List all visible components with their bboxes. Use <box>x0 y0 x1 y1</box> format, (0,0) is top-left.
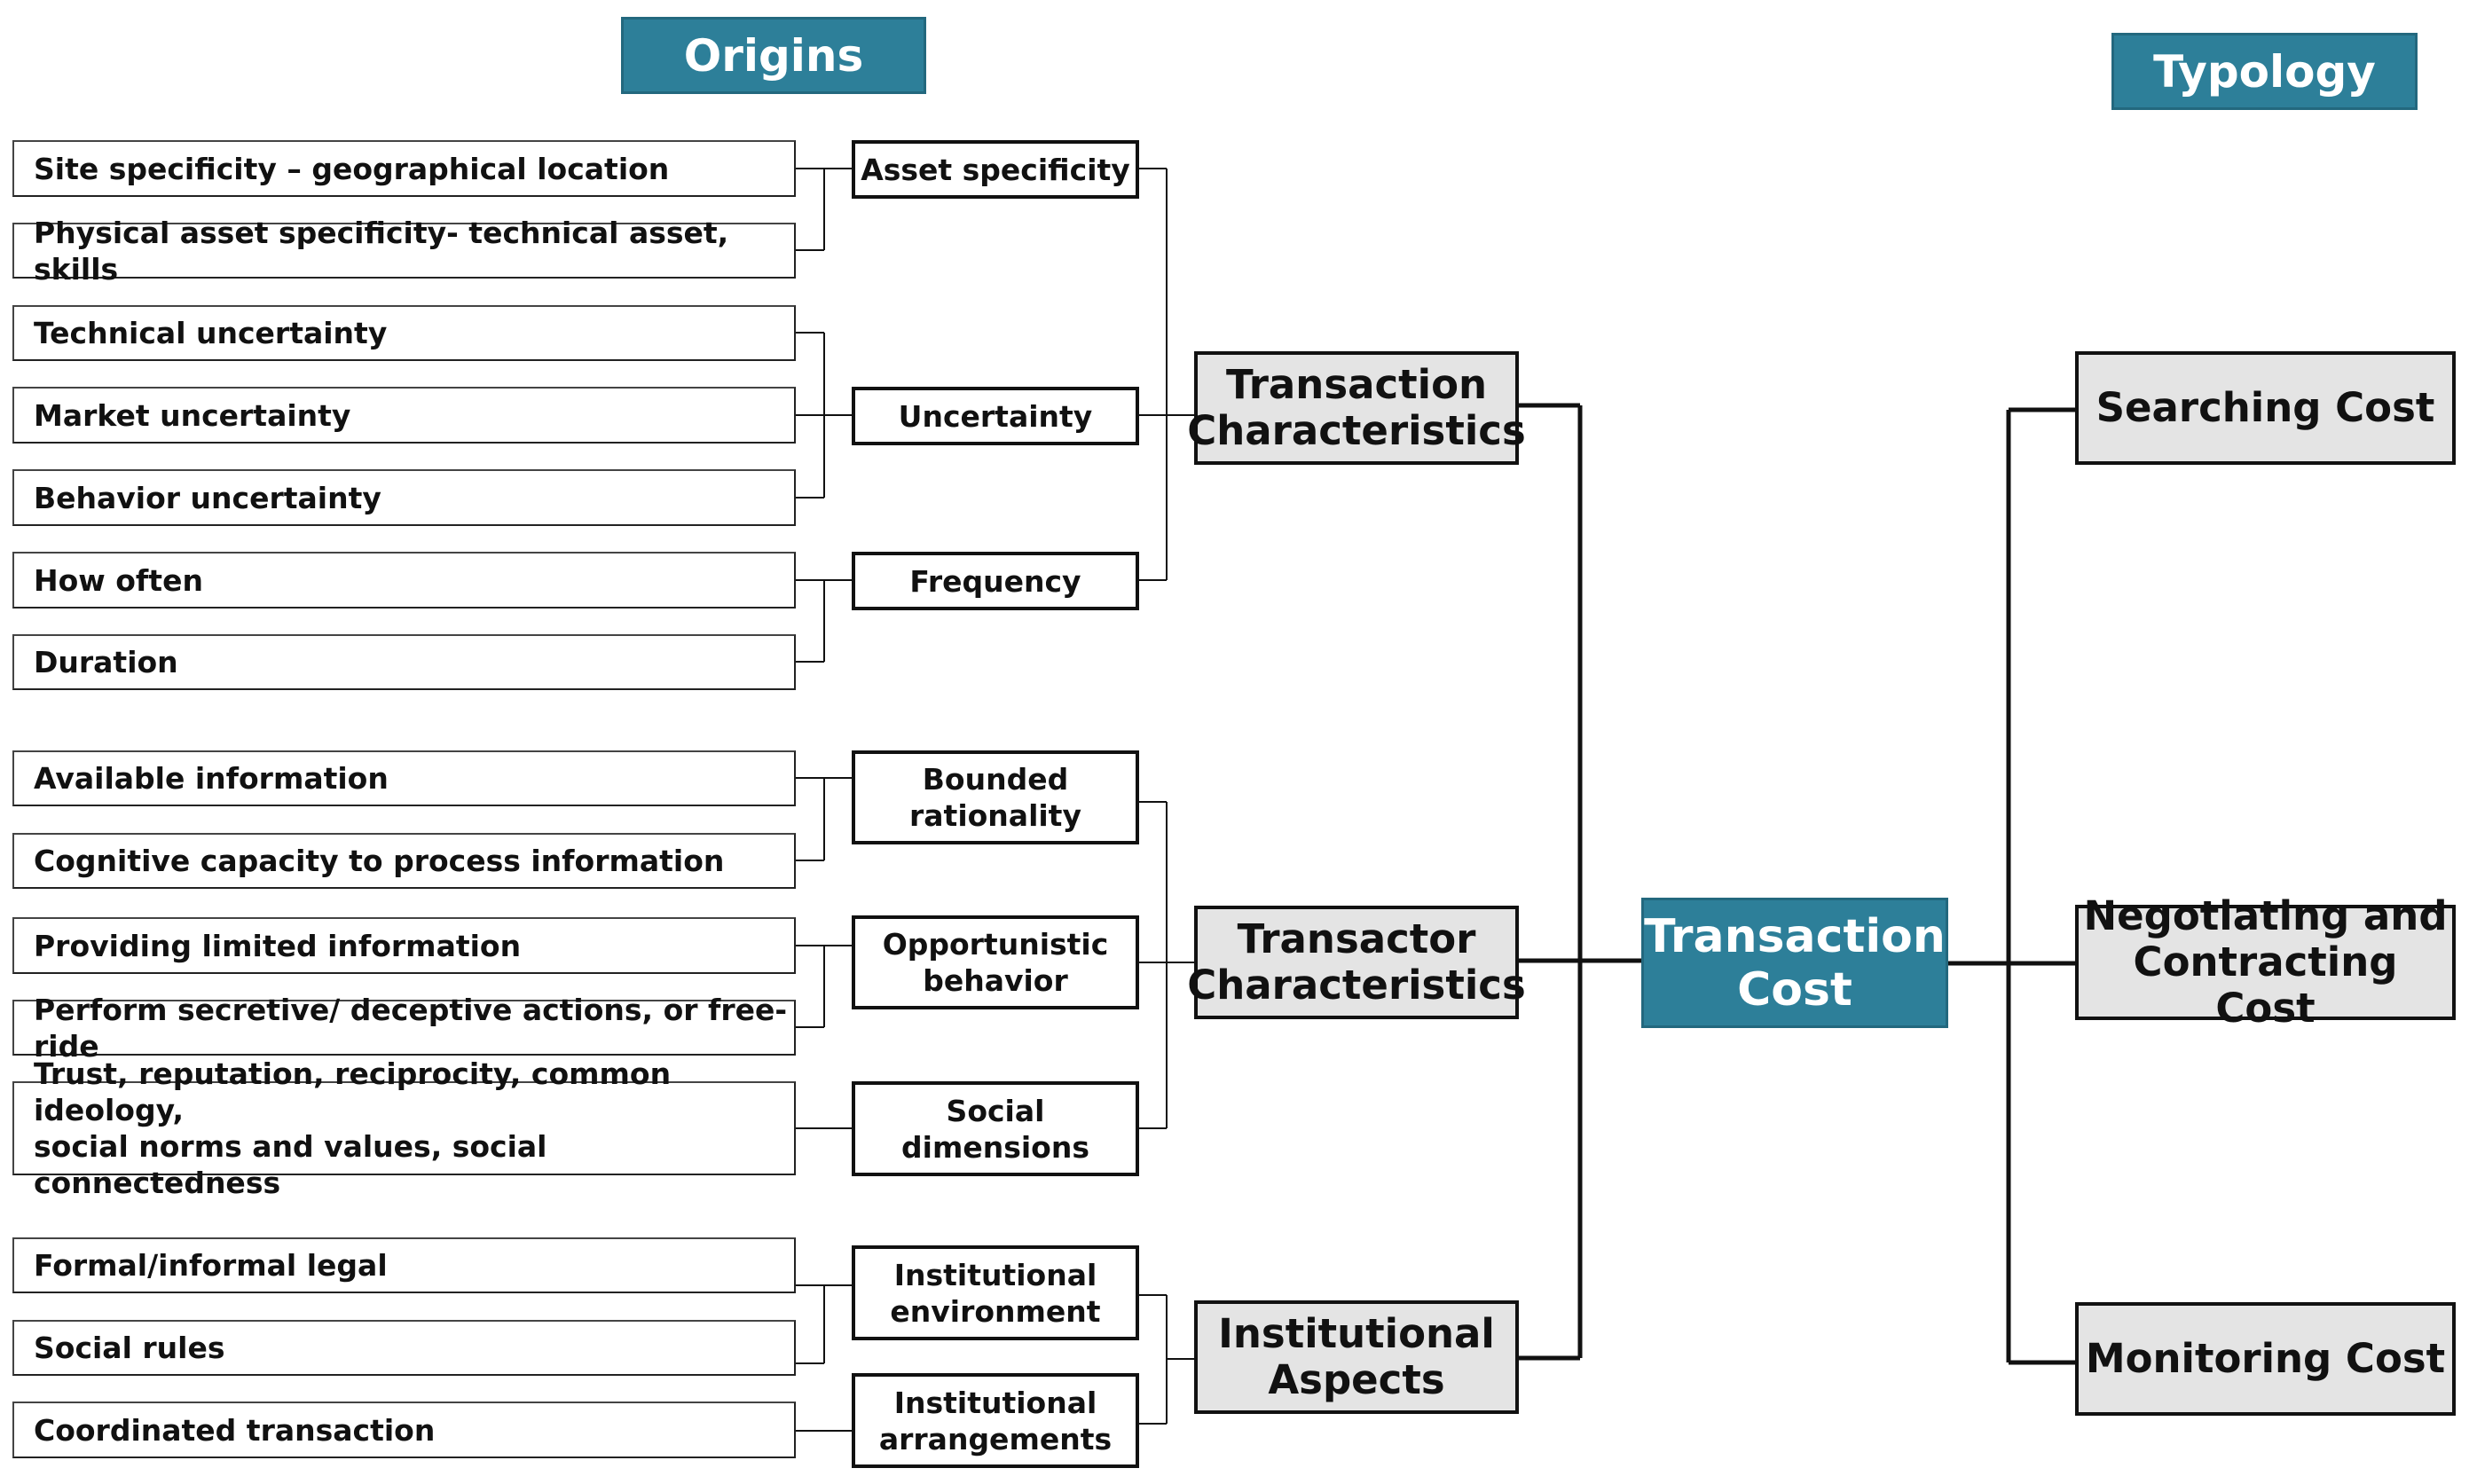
category-label: Institutional Aspects <box>1218 1310 1495 1403</box>
origin-label: Available information <box>34 761 389 796</box>
origin-label: Formal/informal legal <box>34 1248 388 1283</box>
dimension-label: Social dimensions <box>901 1093 1089 1165</box>
origin-label: Trust, reputation, reciprocity, common i… <box>34 1056 672 1200</box>
origin-box-physical-asset-specificity: Physical asset specificity- technical as… <box>12 216 796 287</box>
origin-box-how-often: How often <box>12 552 796 609</box>
dimension-label: Uncertainty <box>898 398 1093 434</box>
transaction-characteristics-bracket <box>1139 168 1194 581</box>
origin-label: Market uncertainty <box>34 397 351 433</box>
typology-monitoring-cost: Monitoring Cost <box>2075 1302 2456 1416</box>
origin-box-perform-secretive: Perform secretive/ deceptive actions, or… <box>12 993 796 1064</box>
typology-searching-cost: Searching Cost <box>2075 351 2456 465</box>
dimension-asset-specificity: Asset specificity <box>852 140 1139 199</box>
typology-negotiating-contracting-cost: Negotiating and Contracting Cost <box>2075 893 2456 1032</box>
origin-label: Physical asset specificity- technical as… <box>34 215 729 287</box>
dimension-label: Institutional arrangements <box>878 1385 1113 1457</box>
origin-box-behavior-uncertainty: Behavior uncertainty <box>12 469 796 526</box>
category-label: Transaction Characteristics <box>1187 361 1526 454</box>
origin-label: Social rules <box>34 1331 225 1365</box>
origin-box-formal-informal-legal: Formal/informal legal <box>12 1237 796 1293</box>
origin-box-site-specificity: Site specificity – geographical location <box>12 140 796 197</box>
dimension-label: Frequency <box>909 563 1081 599</box>
origin-label: Perform secretive/ deceptive actions, or… <box>34 992 788 1064</box>
typology-label: Searching Cost <box>2096 384 2435 431</box>
categories-to-center-bracket <box>1519 403 1641 1361</box>
origin-label: Technical uncertainty <box>34 316 388 350</box>
origins-header: Origins <box>621 17 926 94</box>
transaction-cost-label: Transaction Cost <box>1644 909 1946 1017</box>
origin-box-social-rules: Social rules <box>12 1320 796 1376</box>
origin-label: Site specificity – geographical location <box>34 151 670 186</box>
transactor-characteristics-bracket <box>1139 801 1194 1129</box>
typology-label: Monitoring Cost <box>2085 1335 2446 1382</box>
category-transactor-characteristics: Transactor Characteristics <box>1187 906 1526 1019</box>
dimension-bounded-rationality: Bounded rationality <box>852 750 1139 844</box>
origin-box-available-information: Available information <box>12 750 796 806</box>
origin-box-market-uncertainty: Market uncertainty <box>12 387 796 444</box>
origin-box-technical-uncertainty: Technical uncertainty <box>12 305 796 361</box>
dimension-opportunistic-behavior: Opportunistic behavior <box>852 915 1139 1009</box>
transaction-cost-box: Transaction Cost <box>1641 898 1948 1028</box>
category-transaction-characteristics: Transaction Characteristics <box>1187 351 1526 465</box>
dimension-uncertainty: Uncertainty <box>852 387 1139 445</box>
dimension-label: Institutional environment <box>890 1257 1101 1329</box>
origin-label: Coordinated transaction <box>34 1412 436 1448</box>
dimension-institutional-environment: Institutional environment <box>852 1245 1139 1340</box>
frequency-bracket <box>796 579 852 663</box>
institutional-environment-bracket <box>796 1284 852 1364</box>
origin-box-providing-limited-information: Providing limited information <box>12 917 796 974</box>
institutional-aspects-bracket <box>1139 1294 1194 1425</box>
origin-box-coordinated-transaction: Coordinated transaction <box>12 1402 796 1458</box>
dimension-label: Opportunistic behavior <box>882 927 1109 998</box>
typology-label: Negotiating and Contracting Cost <box>2083 892 2448 1032</box>
origin-box-trust-reputation: Trust, reputation, reciprocity, common i… <box>12 1056 796 1200</box>
dimension-label: Bounded rationality <box>909 762 1081 833</box>
origin-label: How often <box>34 562 203 598</box>
typology-header-label: Typology <box>2153 45 2376 98</box>
dimension-institutional-arrangements: Institutional arrangements <box>852 1373 1139 1468</box>
asset-specificity-bracket <box>796 168 852 251</box>
typology-header: Typology <box>2111 33 2418 110</box>
center-to-typology-bracket <box>1948 407 2075 1365</box>
origin-box-duration: Duration <box>12 634 796 690</box>
category-institutional-aspects: Institutional Aspects <box>1194 1300 1519 1414</box>
uncertainty-bracket <box>796 332 852 499</box>
origin-box-cognitive-capacity: Cognitive capacity to process informatio… <box>12 833 796 889</box>
origin-label: Providing limited information <box>34 928 522 963</box>
category-label: Transactor Characteristics <box>1187 915 1526 1009</box>
bounded-rationality-bracket <box>796 777 852 861</box>
dimension-social-dimensions: Social dimensions <box>852 1081 1139 1176</box>
origin-label: Behavior uncertainty <box>34 480 381 515</box>
origin-label: Duration <box>34 645 178 679</box>
origins-header-label: Origins <box>683 29 864 82</box>
dimension-label: Asset specificity <box>861 152 1130 187</box>
origin-label: Cognitive capacity to process informatio… <box>34 844 725 878</box>
opportunistic-bracket <box>796 945 852 1028</box>
dimension-frequency: Frequency <box>852 552 1139 610</box>
